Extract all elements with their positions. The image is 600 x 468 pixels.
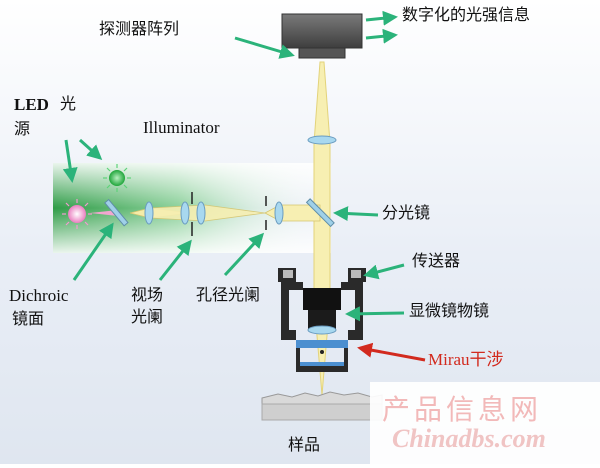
label-field-stop-2: 光阑	[131, 307, 164, 326]
objective-holder	[278, 268, 366, 340]
label-detector-array: 探测器阵列	[99, 19, 180, 38]
label-mirror: 镜面	[12, 309, 45, 328]
label-digital-info: 数字化的光强信息	[402, 5, 531, 24]
label-objective: 显微镜物镜	[409, 301, 490, 320]
label-mirau: Mirau干涉	[428, 350, 504, 369]
green-led	[103, 164, 131, 192]
condenser-lens	[144, 201, 154, 225]
label-dichroic: Dichroic	[9, 286, 69, 305]
arrow-led-1	[62, 139, 78, 183]
label-aperture-stop: 孔径光阑	[196, 285, 261, 304]
callout-arrows	[62, 10, 405, 322]
arrow-output-1	[365, 10, 398, 26]
arrow-field-stop	[158, 239, 192, 281]
arrow-aperture-stop	[223, 232, 265, 277]
mirau-interferometer	[296, 340, 348, 372]
tube-lens	[307, 135, 337, 145]
arrow-detector	[234, 36, 295, 59]
arrow-dichroic	[72, 222, 114, 281]
relay-lens-1	[180, 201, 190, 225]
label-led: LED	[14, 95, 49, 114]
arrow-objective	[345, 306, 405, 322]
sample-stage	[261, 391, 383, 421]
relay-lens-3	[274, 201, 284, 225]
label-beam-splitter: 分光镜	[382, 203, 431, 222]
label-light-source-1: 光	[60, 94, 77, 113]
beam-splitter-plate	[305, 198, 335, 228]
dichroic-mirror	[104, 198, 129, 227]
label-illuminator: Illuminator	[143, 118, 220, 137]
label-transmitter: 传送器	[412, 251, 461, 270]
watermark-en: Chinadbs.com	[392, 424, 546, 453]
watermark-cn: 产品信息网	[382, 393, 543, 426]
arrow-mirau	[357, 342, 426, 362]
arrow-transmitter	[363, 263, 405, 280]
label-field-stop-1: 视场	[131, 285, 164, 304]
label-light-source-2: 源	[14, 119, 31, 138]
arrow-led-2	[78, 138, 103, 161]
relay-lens-2	[196, 201, 206, 225]
pink-led	[62, 199, 92, 229]
arrow-output-2	[365, 28, 398, 44]
watermark: 产品信息网 Chinadbs.com	[370, 382, 600, 464]
detector-array-block	[281, 13, 363, 59]
arrow-beam-splitter	[333, 206, 379, 222]
label-sample: 样品	[288, 435, 321, 454]
